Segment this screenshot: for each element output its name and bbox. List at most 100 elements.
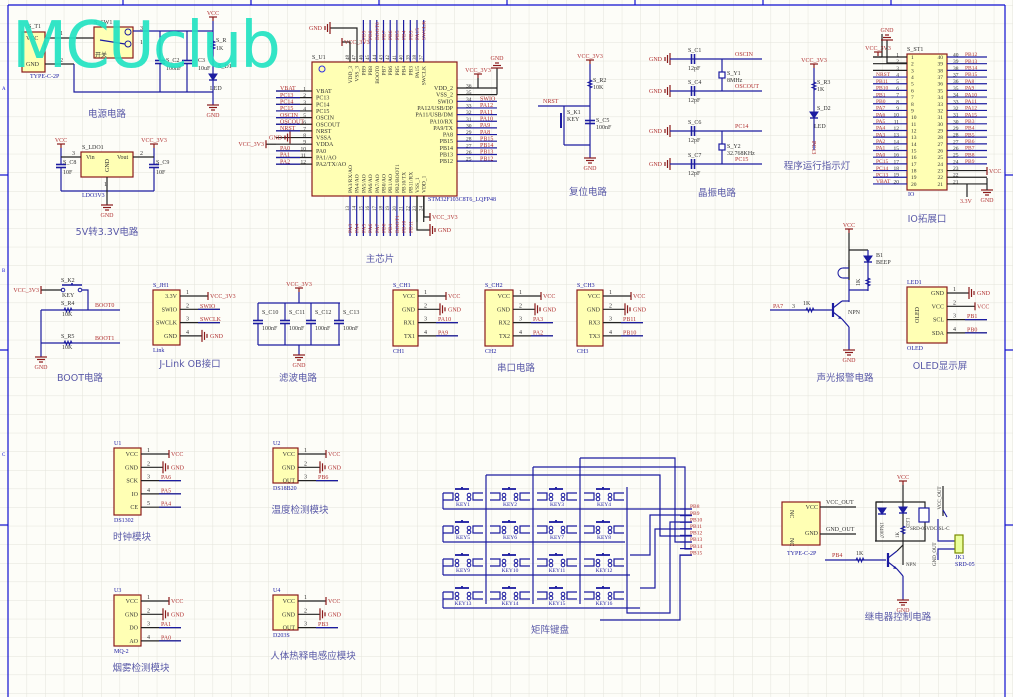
net-label: PA5 [161,488,171,494]
net-label: NRST [876,72,891,78]
pin-number: 31 [938,115,944,121]
pin-name: VCC [26,36,38,42]
pin-name: VBAT [316,89,332,95]
pin-number: 8 [896,99,899,105]
net-label: PB12 [480,156,493,162]
key-contact-icon [466,496,472,502]
wire [584,591,595,600]
pin-number: 2 [609,303,612,309]
pin-number: 43 [380,55,385,61]
pin-name: VCC [806,505,818,511]
key-contact-icon [607,595,613,601]
model-label: CH1 [393,349,404,355]
pin-name: 3.3V [165,294,178,300]
wire [342,41,351,62]
net-label: BOOT0 [375,22,381,40]
pin-number: 2 [519,303,522,309]
mcu-stm32 [311,61,458,197]
pin-number: 12 [894,126,900,132]
net-label: PB11 [690,524,702,530]
pin-number: 22 [953,173,959,179]
label: S_D2 [817,106,831,112]
pin-name: VSS_3 [355,66,361,82]
net-label: PA6 [161,475,171,481]
pin-name: PA6/AO [368,174,374,193]
ref-label: S_CH2 [485,283,503,289]
net-label: VBAT [876,179,891,185]
net-label: PA6 [368,223,374,233]
net-label: PC15 [876,159,888,165]
pin-name: PB7 [382,66,388,76]
pin-number: 30 [466,123,472,129]
pin-number: 8 [911,102,914,108]
pin-number: 24 [953,159,959,165]
net-label: PA7 [375,223,381,233]
pin-number: 13 [894,133,900,139]
net-label: PB6 [965,139,975,145]
key-contact-icon [466,562,472,568]
pin-number: 3 [519,317,522,323]
pin-number: 10 [301,146,307,152]
label: 2 [140,151,143,157]
pin-number: 7 [911,95,914,101]
net-label-gnd: GND [293,363,307,369]
net-label: PB13 [480,150,493,156]
pin-number: 28 [466,137,472,143]
pin-number: 3 [303,100,306,106]
net-label: PB13 [965,59,977,65]
pin-number: 1 [147,448,150,454]
pin-name: GND [587,307,601,313]
pin-name: SWCLK [156,321,178,327]
net-label: PC15 [735,157,748,163]
label: 1K [817,87,825,93]
wire [490,558,501,567]
net-label-gnd: GND [881,28,895,34]
flyback-diode-icon [877,507,887,515]
pin-number: 2 [186,303,189,309]
mcu-title: 主芯片 [366,253,395,265]
label: 1 [104,182,107,188]
ref-label: S_JH1 [153,283,169,289]
pin-number: 34 [953,93,959,99]
pin-name: SCL [933,318,944,324]
pin-number: 1 [609,290,612,296]
pin-number: 11 [301,153,307,159]
resistor-value: 1K [856,278,862,286]
ref-label: U4 [273,588,280,594]
ref-label: S_U1 [312,55,326,61]
wire [73,64,213,93]
pin-name: GND [26,62,40,68]
net-label-power: VCC_3V3 [13,288,39,294]
net-label: PB5 [395,30,401,40]
net-label-power: VCC [633,294,645,300]
pin-number: 45 [366,55,371,61]
pin-name: SWIO [162,307,178,313]
pin-name: VCC [126,452,138,458]
wire [443,492,454,501]
key-contact-icon [595,595,601,601]
net-label: PB0 [382,223,388,233]
pin-name: GND [125,465,139,471]
model-label: STM32F103C8T6_LQFP48 [428,197,496,203]
key-contact-icon [466,595,472,601]
net-label-gnd: GND [981,198,995,204]
net-label-power: VCC [207,11,219,17]
pin-name: VDD_2 [434,86,453,92]
pin-number: 29 [466,130,472,136]
net-label: PA10 [438,317,451,323]
net-label: PA1 [280,153,290,159]
pin-number: 6 [896,86,899,92]
module-s_ch3 [576,289,604,347]
pin-number: 34 [466,97,472,103]
net-label: PB15 [690,550,702,556]
pin-number: 1 [303,87,306,93]
pin-number: 4 [911,75,914,81]
pin-number: 9 [303,140,306,146]
zone-label: B [2,269,6,274]
key-contact-icon [454,562,460,568]
label: 12pF [688,171,701,177]
key-label: KEY6 [503,535,517,541]
net-label-gnd: GND [584,166,598,172]
relay-led-icon [898,506,908,514]
